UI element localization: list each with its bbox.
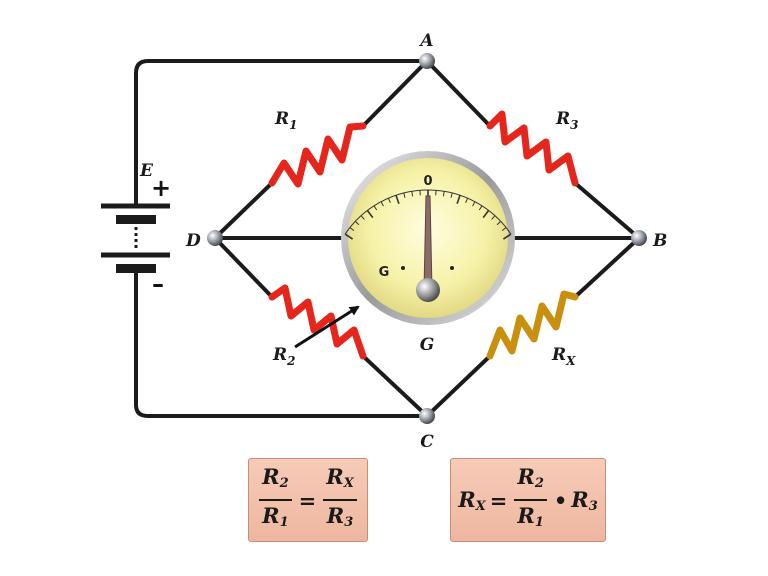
scale-tick (349, 227, 355, 231)
variable-resistor-arrow (294, 305, 360, 349)
battery-minus-sign: – (152, 270, 164, 298)
galvanometer-label: G (420, 335, 435, 355)
scale-tick (465, 198, 469, 203)
formula-rx-lhs: RX (458, 486, 486, 514)
scale-tick (360, 215, 365, 220)
scale-tick (411, 191, 414, 197)
wire-r2-c (361, 354, 429, 418)
scale-tick (442, 191, 445, 197)
formula-rx-box: RX = R2 R1 • R3 (450, 458, 606, 542)
node-c-label: C (420, 432, 434, 452)
fraction-rx-over-r3: RX R3 (323, 464, 357, 536)
battery-label: E (139, 161, 154, 181)
scale-tick (478, 205, 483, 211)
scale-tick (373, 205, 378, 211)
galvanometer-screw-left (401, 266, 405, 270)
wire-a-r3 (425, 59, 492, 128)
wire-c-rx (425, 354, 492, 418)
fraction-r2-over-r1: R2 R1 (514, 464, 547, 536)
scale-tick (501, 227, 507, 231)
battery-plus-sign: + (151, 174, 171, 202)
scale-tick (502, 233, 512, 240)
scale-arc (344, 189, 512, 235)
fraction-r2-over-r1: R2 R1 (259, 464, 292, 536)
scale-tick (366, 210, 374, 219)
equals-sign: = (489, 487, 508, 513)
wire-r1-a (361, 59, 429, 128)
galvanometer-dial-letter: G (379, 265, 390, 280)
scale-tick (496, 221, 502, 226)
battery-wire-bottom (134, 268, 427, 418)
bridge-wires (213, 59, 641, 418)
scale-tick (395, 195, 400, 205)
wire-d-r2 (213, 236, 274, 299)
resistor-rx-label: RX (551, 345, 576, 368)
node-d-terminal (207, 230, 223, 246)
fraction-denominator: R1 (517, 503, 544, 530)
wire-r3-b (573, 181, 641, 240)
resistor-r2 (268, 284, 367, 360)
multiply-dot: • (553, 487, 568, 513)
fraction-numerator: RX (323, 464, 357, 501)
formula-balance-box: R2 R1 = RX R3 (248, 458, 368, 542)
galvanometer-needle (423, 195, 433, 291)
battery-plate-short-top (116, 215, 156, 224)
resistor-r3-label: R3 (555, 109, 579, 132)
node-c-terminal (419, 408, 435, 424)
resistor-r1-label: R1 (274, 109, 298, 132)
fraction-denominator: R3 (326, 503, 354, 530)
wire-d-r1 (213, 181, 274, 240)
galvanometer: 0 G (341, 151, 515, 325)
galvanometer-pivot (416, 278, 440, 302)
fraction-numerator: R2 (514, 464, 547, 501)
resistor-r3 (486, 110, 579, 187)
scale-tick (491, 215, 496, 220)
scale-tick (456, 195, 461, 205)
resistor-r1 (268, 122, 367, 188)
wire-rx-b (573, 236, 641, 299)
galvanometer-screw-right (450, 266, 454, 270)
resistor-r2-label: R2 (272, 345, 296, 368)
scale-tick (403, 192, 406, 198)
scale-tick (380, 201, 384, 207)
node-d-label: D (185, 231, 201, 251)
battery-plate-short-bottom (116, 264, 156, 273)
scale-tick (472, 201, 476, 207)
node-a-terminal (419, 53, 435, 69)
formula-rx-tail: R3 (571, 486, 598, 514)
fraction-numerator: R2 (259, 464, 292, 501)
galvanometer-zero-mark: 0 (423, 174, 432, 189)
equals-sign: = (298, 487, 317, 513)
battery (101, 203, 170, 273)
node-b-label: B (652, 231, 667, 251)
scale-tick (450, 192, 453, 198)
scale-tick (387, 198, 391, 203)
fraction-denominator: R1 (262, 503, 289, 530)
battery-wire-top (134, 59, 427, 205)
galvanometer-scale (344, 189, 512, 240)
resistor-rx (486, 290, 579, 360)
node-a-label: A (418, 31, 433, 51)
scale-tick (482, 210, 490, 219)
node-b-terminal (631, 230, 647, 246)
scale-tick (344, 233, 354, 240)
scale-tick (354, 221, 360, 226)
